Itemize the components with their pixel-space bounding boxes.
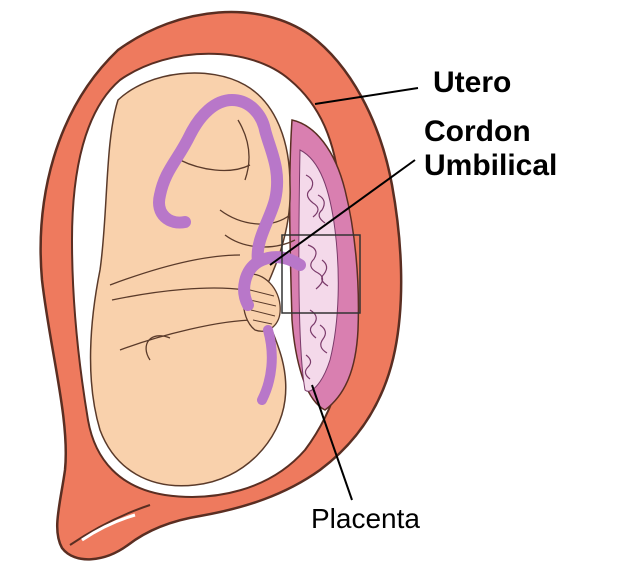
cordon-label-line2: Umbilical [424,149,557,183]
cordon-umbilical-label: Cordon Umbilical [424,115,557,183]
placenta-label: Placenta [311,503,420,535]
utero-label: Utero [433,66,511,100]
cordon-label-line1: Cordon [424,115,557,149]
